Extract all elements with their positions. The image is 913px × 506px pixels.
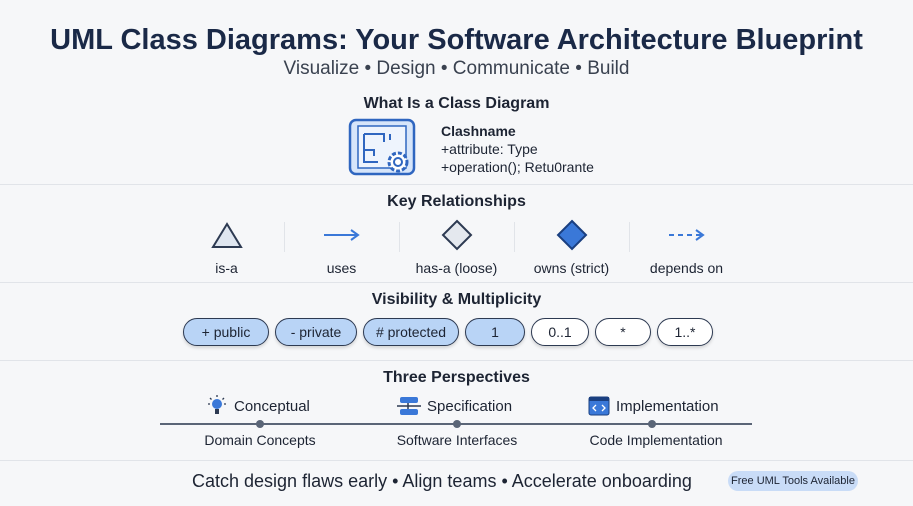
arrow-icon [323,229,360,241]
perspective-specification: Specification [397,395,512,417]
timeline-dot [648,420,656,428]
relationship-composition: owns (strict) [514,218,629,276]
divider [514,222,515,252]
relationship-label: uses [326,260,357,276]
pill-zero-or-one: 0..1 [531,318,589,346]
perspective-label: Code Implementation [589,432,723,448]
relationship-aggregation: has-a (loose) [399,218,514,276]
relationship-label: owns (strict) [533,260,610,276]
pill-protected: # protected [363,318,459,346]
section-visibility-heading: Visibility & Multiplicity [371,291,542,308]
perspective-title: Implementation [616,397,719,415]
divider [0,360,913,361]
divider [629,222,630,252]
free-tools-badge[interactable]: Free UML Tools Available [728,471,858,491]
blueprint-icon [348,118,416,176]
section-relationships-heading: Key Relationships [387,193,526,210]
perspective-conceptual: Conceptual [206,395,310,417]
triangle-icon [210,222,243,248]
interface-icon [397,397,421,415]
footer-tagline: Catch design flaws early • Align teams •… [192,471,692,491]
perspective-implementation: Implementation [588,395,719,417]
subtitle: Visualize • Design • Communicate • Build [283,58,630,79]
perspective-title: Conceptual [234,397,310,415]
divider [0,184,913,185]
pill-row: + public - private # protected 1 0..1 * … [183,318,713,346]
code-window-icon [588,396,610,416]
filled-diamond-icon [556,219,587,251]
pill-one-or-more: 1..* [657,318,713,346]
pill-one: 1 [465,318,525,346]
relationship-inheritance: is-a [169,218,284,276]
relationship-label: is-a [215,260,238,276]
class-name: Clashname [441,123,516,139]
pill-public: + public [183,318,269,346]
class-operation: +operation(); Retu0rante [441,159,594,175]
section-perspectives-heading: Three Perspectives [383,369,530,386]
perspective-label: Domain Concepts [204,432,316,448]
lightbulb-icon [208,395,226,414]
perspective-title: Specification [427,397,513,415]
divider [0,282,913,283]
perspective-label: Software Interfaces [396,432,518,448]
relationship-association: uses [284,218,399,276]
timeline-dot [256,420,264,428]
relationship-label: depends on [649,260,724,276]
pill-private: - private [275,318,357,346]
timeline-dot [453,420,461,428]
class-attribute: +attribute: Type [441,141,538,157]
dashed-arrow-icon [668,229,705,241]
divider [284,222,285,252]
hollow-diamond-icon [441,219,472,251]
pill-many: * [595,318,651,346]
divider [399,222,400,252]
relationship-dependency: depends on [629,218,744,276]
divider [0,460,913,461]
page-title: UML Class Diagrams: Your Software Archit… [50,24,863,56]
relationship-label: has-a (loose) [415,260,498,276]
class-box: Clashname +attribute: Type +operation();… [441,122,594,176]
section-what-heading: What Is a Class Diagram [363,95,550,112]
